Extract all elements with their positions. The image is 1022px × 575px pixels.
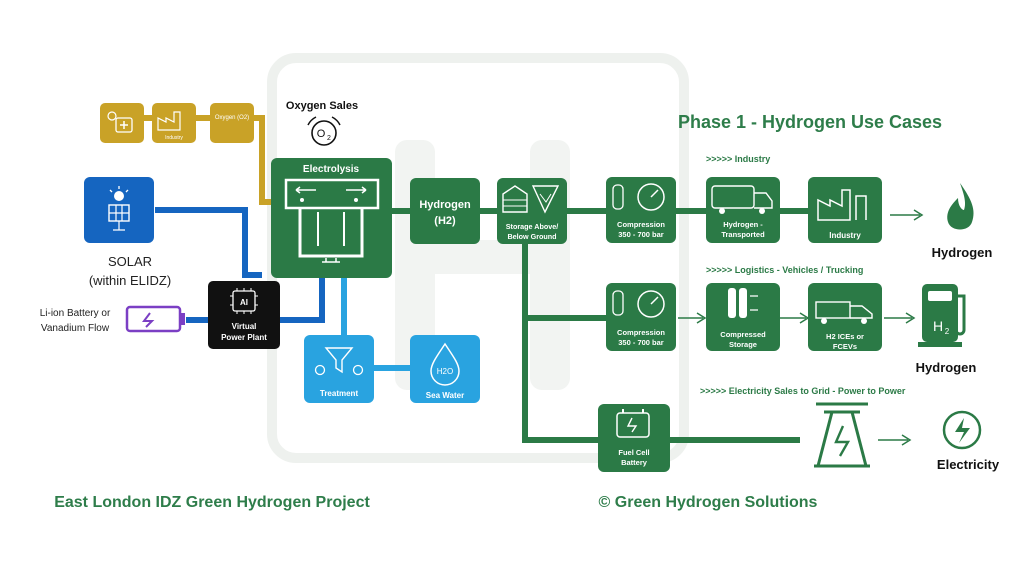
fuel-cell-label-1: Fuel Cell [618, 448, 649, 457]
vehicles-label-2: FCEVs [833, 342, 857, 351]
hydrogen-box [410, 178, 480, 244]
fuel-cell-label-2: Battery [621, 458, 648, 467]
industry-output-label: Hydrogen [932, 245, 993, 260]
factory-icon [157, 111, 181, 131]
compression-label-1: Compression [617, 220, 665, 229]
vehicles-box [808, 283, 882, 351]
battery-cell-icon [616, 409, 650, 438]
storage-label-1: Storage Above/ [506, 222, 558, 231]
industry-label: Industry [829, 231, 861, 240]
filter-icon [314, 347, 364, 376]
electrolysis-box [271, 158, 392, 278]
gauge-icon-2 [612, 290, 665, 318]
ai-chip-text: AI [240, 298, 248, 307]
compressed-storage-label-2: Storage [729, 340, 757, 349]
solar-panel-icon [108, 186, 130, 231]
industry-row-heading: >>>>> Industry [706, 154, 770, 164]
gold-box-industry [152, 103, 196, 143]
storage-box [497, 178, 567, 244]
sea-water-label: Sea Water [426, 391, 464, 400]
treatment-label: Treatment [320, 389, 359, 398]
electricity-row-heading: >>>>> Electricity Sales to Grid - Power … [700, 386, 906, 396]
project-title: East London IDZ Green Hydrogen Project [54, 494, 370, 511]
vpp-box [208, 281, 280, 349]
transport-label-1: Hydrogen - [723, 220, 763, 229]
battery-icon [125, 305, 185, 333]
pump-subscript: 2 [945, 327, 950, 336]
compression-label-2: Compression [617, 328, 665, 337]
compression-sub-2: 350 - 700 bar [618, 338, 664, 347]
compressed-storage-label-1: Compressed [720, 330, 766, 339]
sea-water-box [410, 335, 480, 403]
pump-symbol: H [933, 318, 943, 334]
water-drop-icon [430, 342, 460, 386]
electricity-icon [942, 410, 982, 450]
oxygen-subscript: 2 [327, 135, 331, 142]
storage-label-2: Below Ground [507, 232, 556, 241]
vpp-label-2: Power Plant [221, 333, 267, 342]
hydrogen-sublabel: (H2) [434, 215, 456, 227]
oxygen-sales-label: Oxygen Sales [286, 100, 358, 112]
industry-factory-icon [817, 189, 867, 221]
truck-icon [711, 185, 773, 214]
vpp-label-1: Virtual [232, 322, 257, 331]
gold-box-oxygen [210, 103, 254, 143]
logistics-row-heading: >>>>> Logistics - Vehicles / Trucking [706, 265, 863, 275]
electricity-output-label: Electricity [937, 457, 1000, 472]
oxygen-icon [307, 116, 341, 146]
gold-industry-boxes: Industry Oxygen (O2) [100, 103, 254, 143]
electrolysis-label: Electrolysis [303, 164, 360, 175]
solar-box [84, 177, 154, 243]
gold-industry-label: Industry [165, 135, 183, 141]
semi-truck-icon [815, 301, 873, 324]
flame-icon [947, 183, 974, 230]
cylinders-icon [728, 288, 758, 318]
battery-label-2: Vanadium Flow [41, 323, 110, 334]
fuel-pump-icon [918, 284, 966, 347]
power-pylon-icon [814, 402, 870, 468]
connector-lines [106, 115, 924, 446]
battery-label-1: Li-ion Battery or [40, 308, 111, 319]
medical-icon [107, 111, 133, 133]
water-symbol: H2O [437, 367, 453, 376]
gold-box-medical [100, 103, 144, 143]
transport-label-2: Transported [721, 230, 765, 239]
logistics-output-label: Hydrogen [916, 360, 977, 375]
copyright-label: © Green Hydrogen Solutions [599, 494, 818, 511]
treatment-box [304, 335, 374, 403]
gold-oxygen-label: Oxygen (O2) [215, 115, 249, 121]
oxygen-symbol: O [317, 128, 326, 140]
compression-sub-1: 350 - 700 bar [618, 230, 664, 239]
industry-box [808, 177, 882, 243]
storage-tank-icon [502, 185, 560, 214]
electrolyzer-icon [284, 178, 380, 263]
solar-sublabel: (within ELIDZ) [89, 273, 171, 288]
fuel-cell-box [598, 404, 670, 472]
gauge-icon [612, 183, 665, 211]
phase-title: Phase 1 - Hydrogen Use Cases [678, 112, 942, 132]
hydrogen-label: Hydrogen [419, 199, 471, 211]
vehicles-label-1: H2 ICEs or [826, 332, 864, 341]
ai-chip-icon [230, 288, 258, 314]
solar-label: SOLAR [108, 254, 152, 269]
